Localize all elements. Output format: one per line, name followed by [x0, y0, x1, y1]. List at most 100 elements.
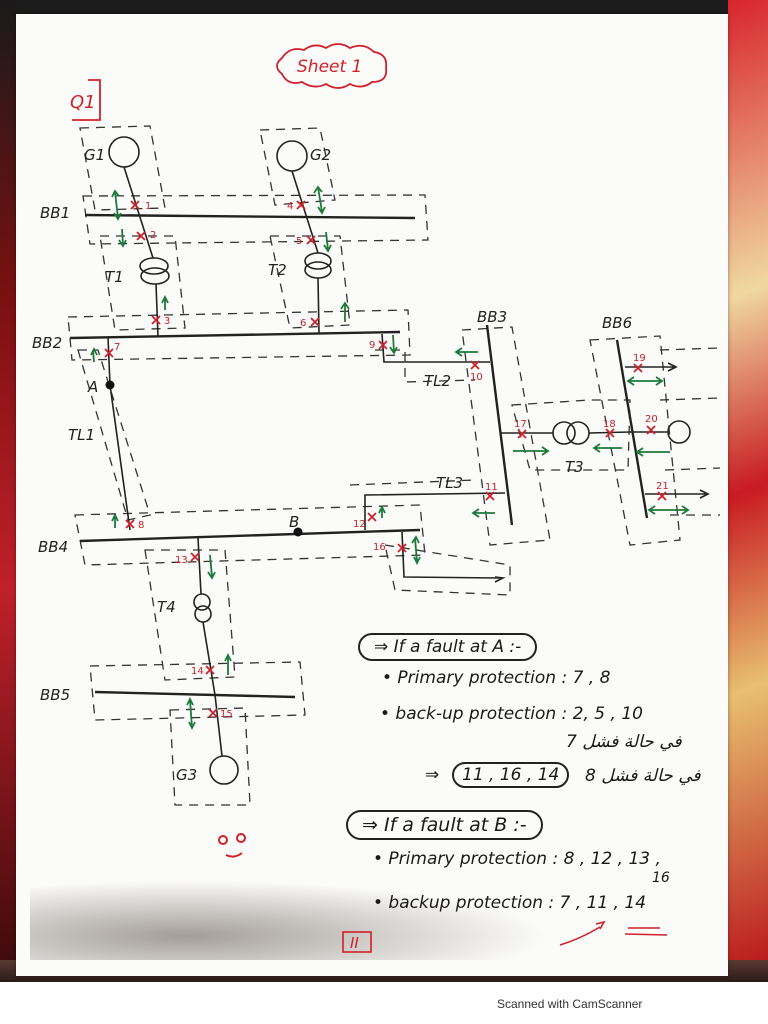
transformer-t1-symbol [139, 257, 170, 285]
svg-text:18: 18 [603, 419, 616, 430]
generator-label-g1: G1 [84, 146, 105, 164]
busbar-bb3 [485, 324, 514, 526]
fault-label-a: A [87, 378, 98, 396]
busbar-label-bb1: BB1 [40, 204, 70, 222]
camscanner-watermark: Scanned with CamScanner [497, 997, 643, 1011]
breaker-16: 16 [373, 542, 407, 553]
svg-text:13: 13 [175, 555, 188, 566]
question-label: Q1 [70, 79, 101, 121]
smiley-doodle [218, 833, 246, 858]
breaker-6: 6 [300, 317, 320, 329]
busbar-label-bb2: BB2 [32, 334, 62, 352]
breaker-2: 2 [136, 230, 156, 241]
breaker-21: 21 [656, 481, 669, 501]
generator-g3-symbol [209, 755, 239, 785]
line-label-tl2: TL2 [424, 372, 451, 390]
svg-text:6: 6 [300, 318, 306, 329]
breaker-15: 15 [208, 708, 233, 720]
generator-label-g2: G2 [310, 146, 331, 164]
breaker-12: 12 [353, 512, 377, 530]
svg-text:4: 4 [287, 201, 293, 212]
breaker-14: 14 [191, 665, 215, 677]
fault-point-b [293, 527, 303, 537]
hand-shadow [30, 880, 550, 960]
svg-text:12: 12 [353, 519, 366, 530]
breaker-4: 4 [287, 200, 306, 212]
connections [107, 166, 710, 757]
fault-a-heading: ⇒ If a fault at A :- [358, 633, 538, 661]
generator-bb6-symbol [667, 420, 691, 444]
fault-a-backup2-note: في حالة فشل 8 [585, 766, 701, 786]
svg-text:16: 16 [373, 542, 386, 553]
breaker-20: 20 [645, 414, 658, 435]
breaker-8: 8 [125, 519, 144, 531]
line-label-tl3: TL3 [436, 474, 463, 492]
svg-text:3: 3 [164, 316, 170, 327]
question-number: Q1 [70, 92, 96, 113]
fault-a-backup2: 11 , 16 , 14 [452, 762, 570, 788]
busbar-label-bb4: BB4 [38, 538, 68, 556]
fault-a-primary: • Primary protection : 7 , 8 [382, 668, 611, 688]
breaker-17: 17 [514, 419, 527, 439]
svg-text:2: 2 [150, 230, 156, 241]
svg-text:20: 20 [645, 414, 658, 425]
breaker-1: 1 [130, 200, 151, 212]
svg-text:9: 9 [369, 340, 375, 351]
line-label-tl1: TL1 [68, 426, 95, 444]
breaker-5: 5 [296, 235, 316, 247]
svg-text:1: 1 [145, 201, 151, 212]
svg-text:21: 21 [656, 481, 669, 492]
busbar-label-bb5: BB5 [40, 686, 70, 704]
fault-a-backup: • back-up protection : 2, 5 , 10 [380, 704, 643, 724]
breaker-19: 19 [633, 353, 646, 373]
generator-g2-symbol [276, 140, 308, 172]
busbar-label-bb6: BB6 [602, 314, 632, 332]
red-arrow-doodle [559, 920, 606, 946]
background-right [728, 0, 768, 980]
breaker-13: 13 [175, 552, 200, 566]
sheet-title-cloud: Sheet 1 [276, 43, 388, 89]
breaker-9: 9 [369, 340, 388, 351]
breaker-10: 10 [470, 360, 483, 383]
busbar-bb2 [69, 330, 401, 340]
underline-doodle [624, 927, 668, 936]
svg-text:19: 19 [633, 353, 646, 364]
transformer-label-t4: T4 [157, 598, 176, 616]
svg-text:5: 5 [296, 236, 302, 247]
sheet-title: Sheet 1 [297, 57, 362, 77]
fault-b-primary-cont: 16 [652, 870, 670, 886]
transformer-t4-symbol [193, 593, 212, 623]
svg-text:7: 7 [114, 342, 120, 353]
transformer-t3-symbol [552, 421, 590, 445]
page-number: II [350, 934, 359, 952]
fault-b-heading: ⇒ If a fault at B :- [346, 810, 543, 840]
transformer-label-t2: T2 [268, 261, 287, 279]
background-left [0, 0, 20, 980]
fault-point-a [105, 380, 115, 390]
svg-text:17: 17 [514, 419, 527, 430]
page-number-box: II [342, 931, 372, 953]
busbar-bb5 [94, 690, 296, 699]
busbar-bb1 [84, 213, 416, 220]
background-top [0, 0, 768, 16]
fault-a-backup-note: في حالة فشل 7 [566, 732, 682, 752]
svg-text:10: 10 [470, 372, 483, 383]
transformer-t2-symbol [304, 252, 332, 279]
generator-g1-symbol [108, 136, 140, 168]
fault-b-primary: • Primary protection : 8 , 12 , 13 , [373, 849, 661, 869]
transformer-label-t1: T1 [105, 268, 124, 286]
scan-footer [0, 982, 768, 1024]
svg-text:14: 14 [191, 666, 204, 677]
fault-label-b: B [289, 513, 299, 531]
busbar-bb4 [79, 528, 421, 543]
breaker-3: 3 [151, 315, 170, 327]
single-line-diagram: Sheet 1 Q1 BB1 BB2 BB3 BB4 BB5 BB6 [32, 43, 721, 953]
svg-text:11: 11 [485, 482, 498, 493]
breaker-18: 18 [603, 419, 616, 438]
protection-zones [67, 125, 721, 806]
fault-b-backup: • backup protection : 7 , 11 , 14 [373, 893, 647, 913]
busbar-label-bb3: BB3 [477, 308, 507, 326]
direction-arrows [90, 185, 690, 731]
transformer-label-t3: T3 [565, 458, 584, 476]
breaker-7: 7 [104, 342, 120, 358]
